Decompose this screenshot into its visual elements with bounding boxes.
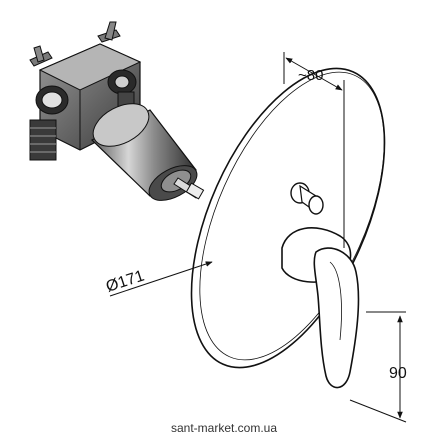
watermark-text: sant-market.com.ua [170, 421, 278, 435]
height-dimension: 90 [349, 311, 407, 423]
cover-plate-icon [190, 67, 386, 369]
height-label: 90 [389, 365, 407, 382]
diameter-label: Ø171 [104, 268, 147, 296]
depth-dimension: ~80 [283, 52, 345, 248]
depth-label: ~80 [298, 67, 323, 84]
valve-body-icon [29, 21, 205, 201]
diverter-knob-icon [290, 182, 324, 215]
lever-handle-icon [281, 227, 360, 389]
